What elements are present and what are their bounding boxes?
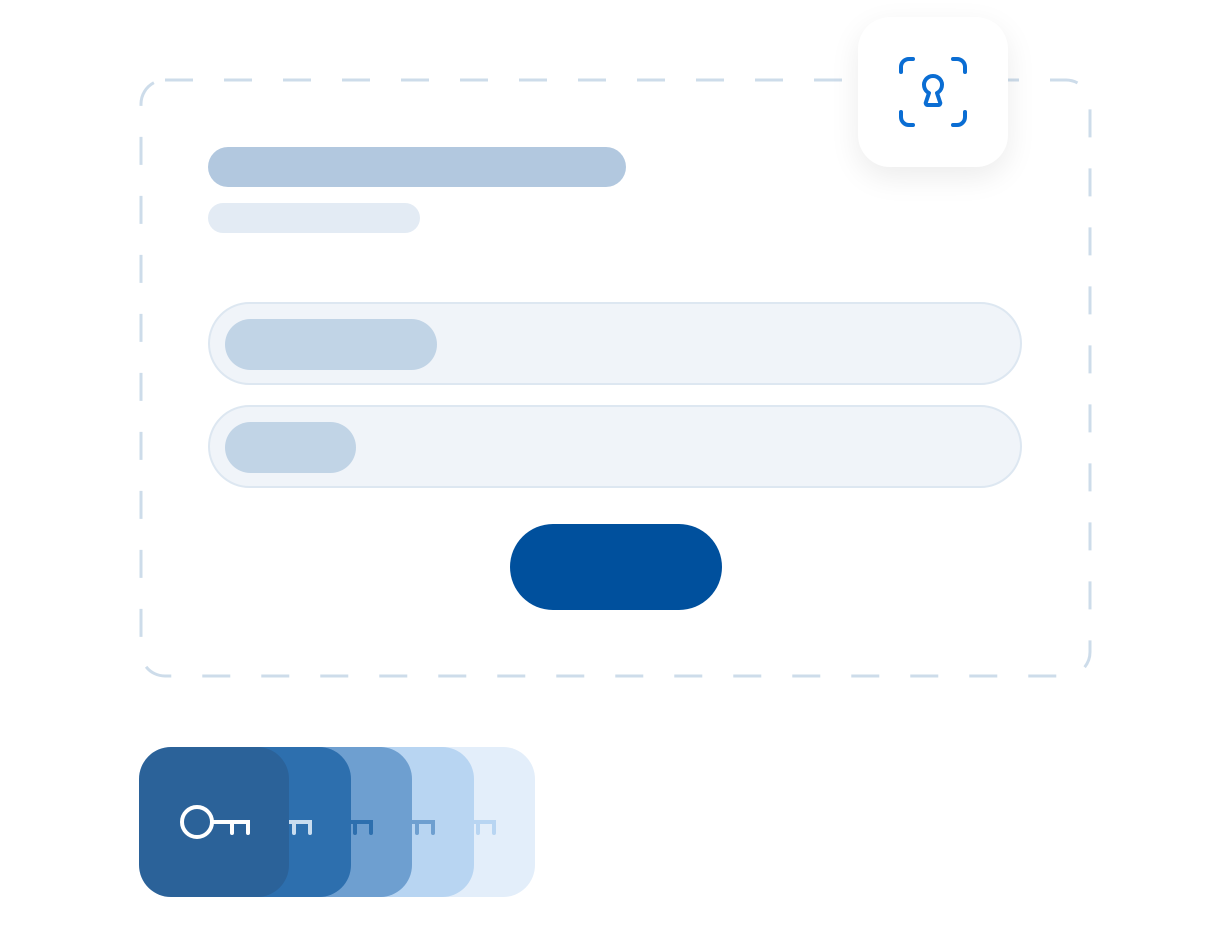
username-field[interactable] [208,302,1022,385]
key-icon [180,805,250,839]
keyhole-scan-icon [899,57,967,127]
field-label-placeholder [225,319,437,370]
subtitle-placeholder [208,203,420,233]
field-label-placeholder [225,422,356,473]
key-tile [139,747,289,897]
title-placeholder [208,147,626,187]
submit-button[interactable] [510,524,722,610]
password-field[interactable] [208,405,1022,488]
keyhole-badge [858,17,1008,167]
